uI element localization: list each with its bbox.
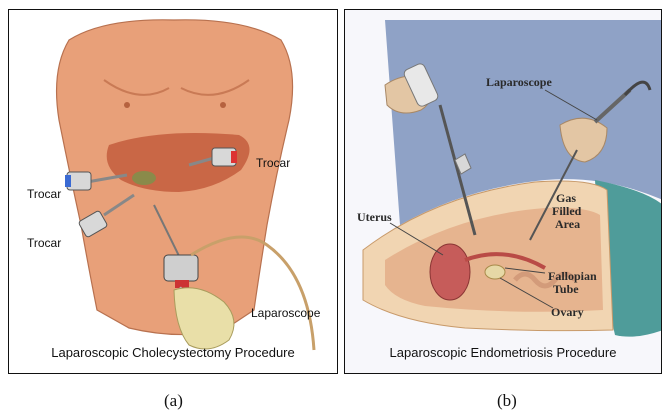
label-trocar-right: Trocar	[256, 156, 290, 170]
panel-cholecystectomy: Trocar Trocar Trocar Laparoscope Laparos…	[8, 9, 338, 374]
ovary-organ	[485, 265, 505, 279]
sublabel-b: (b)	[497, 391, 517, 411]
sublabel-a: (a)	[164, 391, 183, 411]
nipple-right	[220, 102, 226, 108]
label-ovary: Ovary	[551, 306, 584, 319]
label-trocar-left-upper: Trocar	[27, 187, 61, 201]
label-gas-line3: Area	[555, 218, 580, 231]
label-uterus: Uterus	[357, 211, 392, 224]
uterus-organ	[430, 244, 470, 300]
nipple-left	[124, 102, 130, 108]
caption-panel-b: Laparoscopic Endometriosis Procedure	[345, 345, 661, 360]
gallbladder-shape	[132, 171, 156, 185]
panel-endometriosis: Laparoscope Gas Filled Area Uterus Fallo…	[344, 9, 662, 374]
endometriosis-illustration	[345, 10, 662, 374]
label-laparoscope-b: Laparoscope	[486, 76, 552, 89]
caption-panel-a: Laparoscopic Cholecystectomy Procedure	[9, 345, 337, 360]
label-fallopian-line2: Tube	[553, 283, 579, 296]
label-laparoscope-a: Laparoscope	[251, 306, 320, 320]
label-trocar-left-lower: Trocar	[27, 236, 61, 250]
